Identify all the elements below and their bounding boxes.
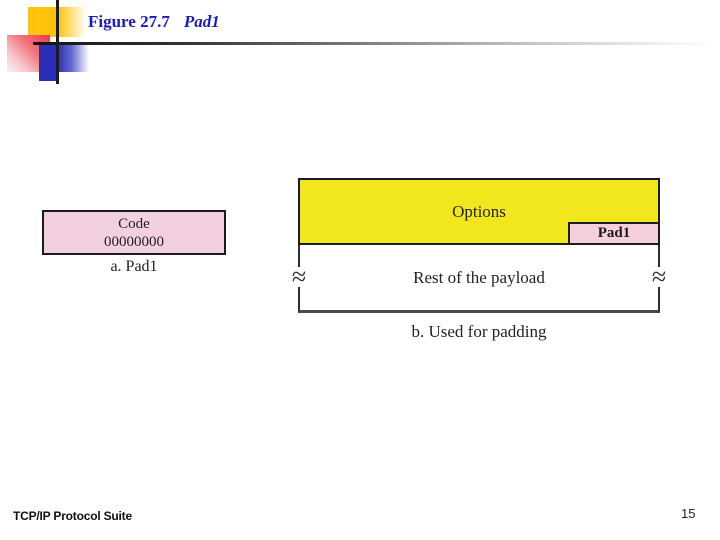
options-label: Options (452, 201, 506, 221)
break-mark-left: ≈ (285, 264, 313, 290)
pad1-code-box: Code 00000000 (42, 210, 226, 255)
slide-title: Figure 27.7 Pad1 (88, 12, 220, 32)
payload-label: Rest of the payload (413, 267, 545, 287)
figure-number-label: Figure 27.7 (88, 12, 170, 31)
decor-blue-square-fade (57, 43, 89, 72)
break-mark-right: ≈ (645, 264, 673, 290)
part-b-caption: b. Used for padding (411, 322, 547, 341)
code-field-value: 00000000 (104, 233, 164, 250)
code-field-label: Code (118, 215, 150, 232)
part-a-caption: a. Pad1 (110, 258, 158, 275)
footer-book-title: TCP/IP Protocol Suite (13, 509, 132, 523)
header-divider-rule (33, 42, 720, 45)
figure-name-label: Pad1 (183, 12, 220, 31)
decor-blue-square (39, 43, 57, 81)
payload-box: Rest of the payload (298, 245, 660, 313)
pad1-label: Pad1 (597, 225, 631, 241)
page-number: 15 (681, 506, 696, 521)
pad1-box: Pad1 (568, 222, 660, 245)
